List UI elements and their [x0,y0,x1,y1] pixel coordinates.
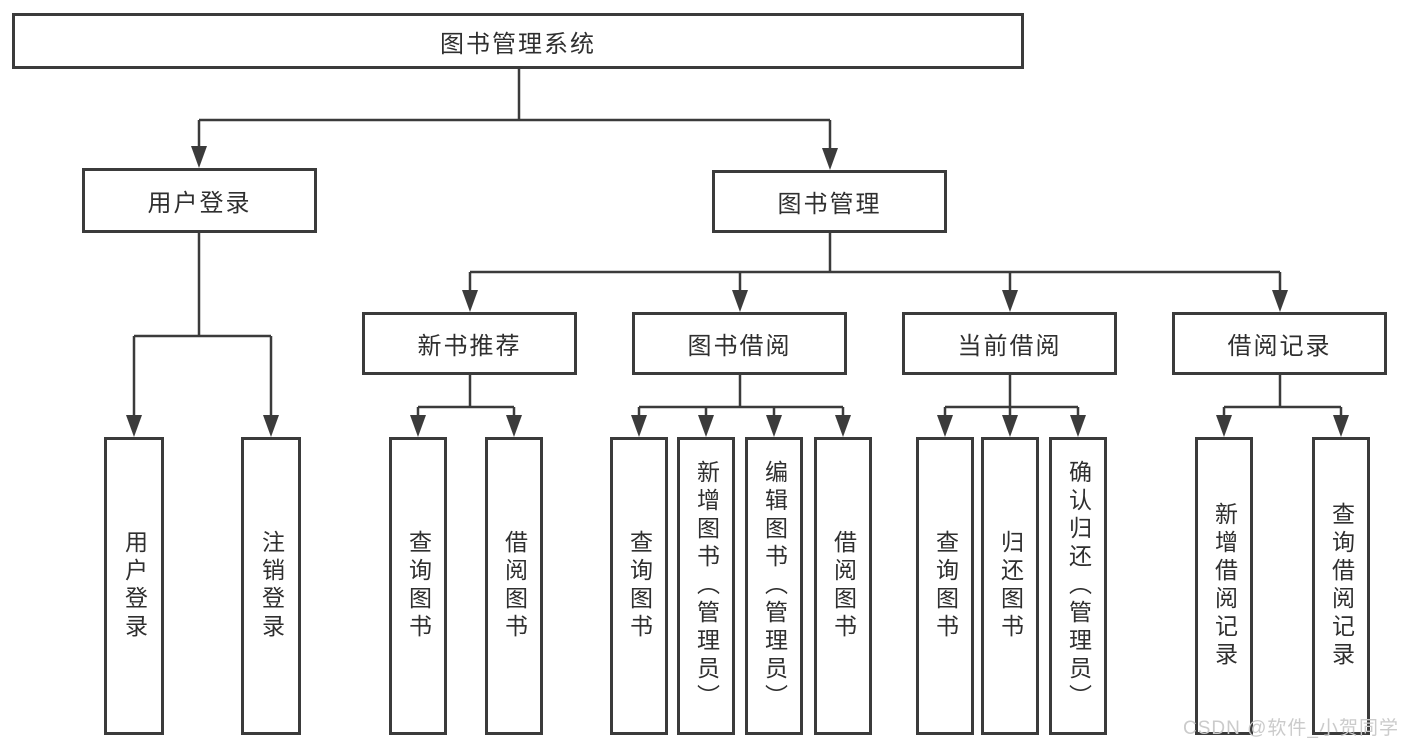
node-current-borrow: 当前借阅 [902,312,1117,375]
leaf-borrow-query-book-label: 查询图书 [626,530,653,642]
leaf-borrow-borrow-book: 借阅图书 [814,437,872,735]
leaf-current-query-book: 查询图书 [916,437,974,735]
node-root: 图书管理系统 [12,13,1024,69]
node-root-label: 图书管理系统 [440,30,596,58]
node-book-borrow: 图书借阅 [632,312,847,375]
leaf-borrow-borrow-book-label: 借阅图书 [830,530,857,642]
leaf-logout: 注销登录 [241,437,301,735]
node-new-book-recommend: 新书推荐 [362,312,577,375]
connector-recommend-to-leaves [416,375,516,419]
node-user-login-label: 用户登录 [147,190,252,217]
leaf-borrow-query-book: 查询图书 [610,437,668,735]
node-borrow-records-label: 借阅记录 [1227,333,1332,360]
leaf-record-add-record-label: 新增借阅记录 [1211,502,1238,670]
leaf-current-confirm-return-admin: 确认归还（管理员） [1049,437,1107,735]
node-borrow-records: 借阅记录 [1172,312,1387,375]
leaf-recommend-query-book: 查询图书 [389,437,447,735]
leaf-current-query-book-label: 查询图书 [932,530,959,642]
connector-root-to-level1 [197,69,832,152]
leaf-current-return-book: 归还图书 [981,437,1039,735]
connector-login-to-leaves [132,233,273,419]
leaf-current-return-book-label: 归还图书 [997,530,1024,642]
leaf-borrow-add-book-admin-label: 新增图书（管理员） [693,460,720,712]
leaf-user-login-label: 用户登录 [121,530,148,642]
node-new-book-recommend-label: 新书推荐 [417,333,522,360]
arrowheads [126,146,1349,437]
leaf-recommend-borrow-book-label: 借阅图书 [501,530,528,642]
node-book-management-label: 图书管理 [777,191,882,218]
leaf-borrow-edit-book-admin: 编辑图书（管理员） [745,437,803,735]
leaf-recommend-borrow-book: 借阅图书 [485,437,543,735]
leaf-record-query-record-label: 查询借阅记录 [1328,502,1355,670]
node-book-borrow-label: 图书借阅 [687,333,792,360]
leaf-current-confirm-return-admin-label: 确认归还（管理员） [1065,460,1092,712]
leaf-borrow-add-book-admin: 新增图书（管理员） [677,437,735,735]
node-book-management: 图书管理 [712,170,947,233]
leaf-recommend-query-book-label: 查询图书 [405,530,432,642]
node-current-borrow-label: 当前借阅 [957,333,1062,360]
leaf-logout-label: 注销登录 [258,530,285,642]
node-user-login: 用户登录 [82,168,317,233]
leaf-user-login: 用户登录 [104,437,164,735]
connector-record-to-leaves [1222,375,1343,419]
leaf-borrow-edit-book-admin-label: 编辑图书（管理员） [761,460,788,712]
csdn-watermark: CSDN @软件_小贺同学 [1183,718,1399,739]
leaf-record-query-record: 查询借阅记录 [1312,437,1370,735]
connector-bookmgmt-to-level2 [468,233,1282,294]
connector-current-to-leaves [943,375,1080,419]
leaf-record-add-record: 新增借阅记录 [1195,437,1253,735]
connector-borrow-to-leaves [637,375,845,419]
